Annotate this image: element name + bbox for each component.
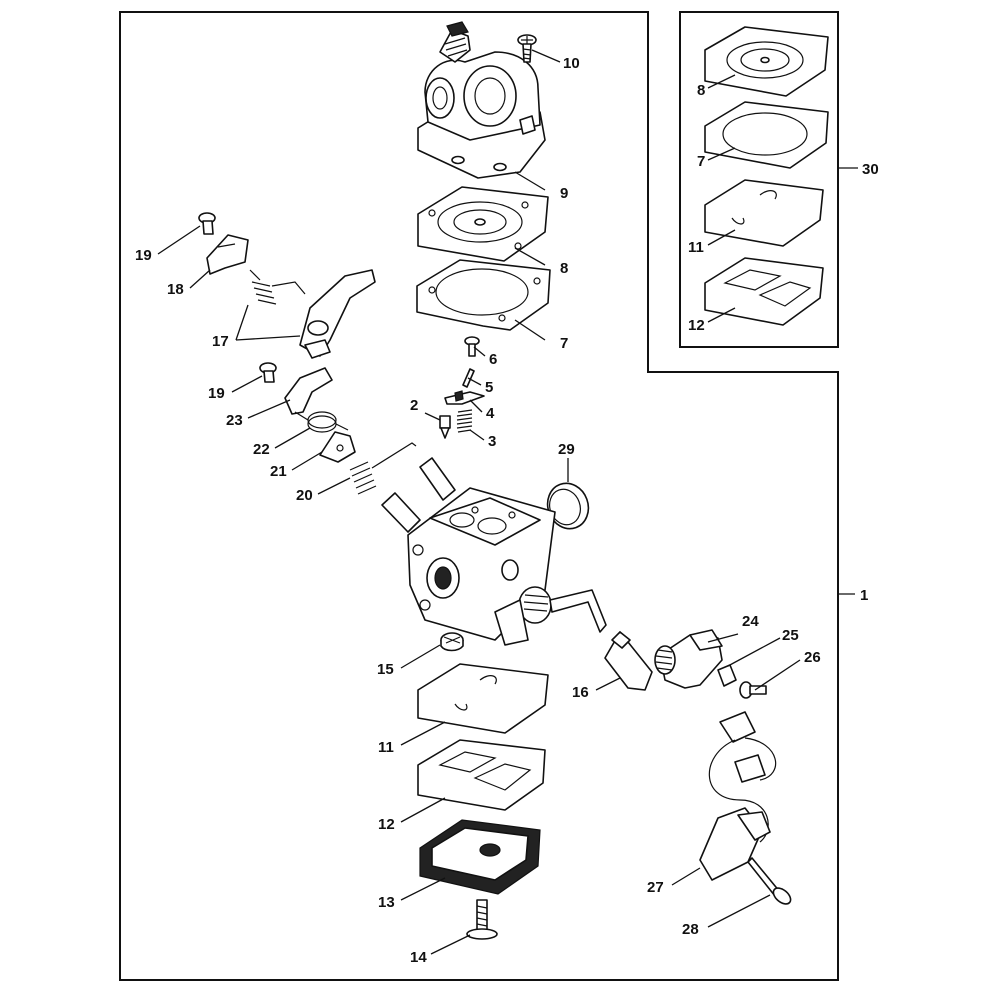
part-12-pump-gasket	[417, 739, 546, 811]
callout-2: 2	[410, 397, 418, 414]
carburetor-body	[381, 457, 607, 646]
part-19-screw-top	[198, 212, 216, 235]
callout-10: 10	[563, 55, 580, 72]
callout-1: 1	[860, 587, 868, 604]
callout-8-kit: 8	[697, 82, 705, 99]
callout-9: 9	[560, 185, 568, 202]
part-22-spring	[294, 411, 349, 433]
callout-17: 17	[212, 333, 229, 350]
callout-15: 15	[377, 661, 394, 678]
callout-24: 24	[742, 613, 759, 630]
part-11-pump-diaphragm	[417, 663, 549, 734]
part-10-screw	[517, 34, 537, 63]
part-26-screw	[739, 681, 767, 699]
kit-part-11-diaphragm	[704, 179, 824, 247]
part-3-spring	[456, 409, 473, 433]
callout-19-middle: 19	[208, 385, 225, 402]
callout-8-main: 8	[560, 260, 568, 277]
callout-20: 20	[296, 487, 313, 504]
callout-25: 25	[782, 627, 799, 644]
callout-12-kit: 12	[688, 317, 705, 334]
part-8-diaphragm	[417, 186, 549, 262]
part-2-needle-valve	[439, 415, 451, 439]
part-24-solenoid	[654, 629, 723, 689]
part-14-screw	[466, 899, 498, 940]
kit-part-8-diaphragm	[704, 26, 829, 97]
part-16-boot	[604, 631, 653, 691]
leader-lines	[157, 49, 858, 955]
callout-27: 27	[647, 879, 664, 896]
part-6-screw	[464, 336, 480, 357]
part-19-screw-middle	[259, 362, 277, 383]
part-18-bracket	[206, 234, 249, 275]
callout-7-kit: 7	[697, 153, 705, 170]
part-21-bracket	[319, 431, 356, 463]
callout-6: 6	[489, 351, 497, 368]
part-13-pump-cover	[419, 819, 541, 895]
callout-3: 3	[488, 433, 496, 450]
callout-19-top: 19	[135, 247, 152, 264]
callout-11-main: 11	[378, 739, 394, 756]
callout-11-kit: 11	[688, 239, 704, 256]
part-7-gasket	[416, 259, 551, 331]
part-9-cover	[417, 21, 546, 179]
callout-30: 30	[862, 161, 879, 178]
callout-22: 22	[253, 441, 270, 458]
callout-21: 21	[270, 463, 287, 480]
part-17-throttle-lever	[249, 269, 376, 359]
callout-4: 4	[486, 405, 495, 422]
assembly-frame-main	[119, 11, 839, 981]
repair-kit-frame	[679, 11, 839, 348]
part-27-wiring-harness	[699, 711, 777, 881]
part-15-screen	[440, 632, 464, 652]
callout-29: 29	[558, 441, 575, 458]
callout-12-main: 12	[378, 816, 395, 833]
part-20-spring	[349, 442, 417, 495]
callout-7-main: 7	[560, 335, 568, 352]
callout-16: 16	[572, 684, 589, 701]
callout-26: 26	[804, 649, 821, 666]
callout-28: 28	[682, 921, 699, 938]
part-4-lever	[444, 390, 485, 405]
callout-13: 13	[378, 894, 395, 911]
callout-14: 14	[410, 949, 427, 966]
callout-18: 18	[167, 281, 184, 298]
kit-part-7-gasket	[704, 101, 829, 169]
callout-23: 23	[226, 412, 243, 429]
part-25-clip	[717, 664, 737, 687]
callout-5: 5	[485, 379, 493, 396]
part-23-choke-lever	[284, 367, 333, 415]
part-28-bolt	[747, 857, 792, 905]
